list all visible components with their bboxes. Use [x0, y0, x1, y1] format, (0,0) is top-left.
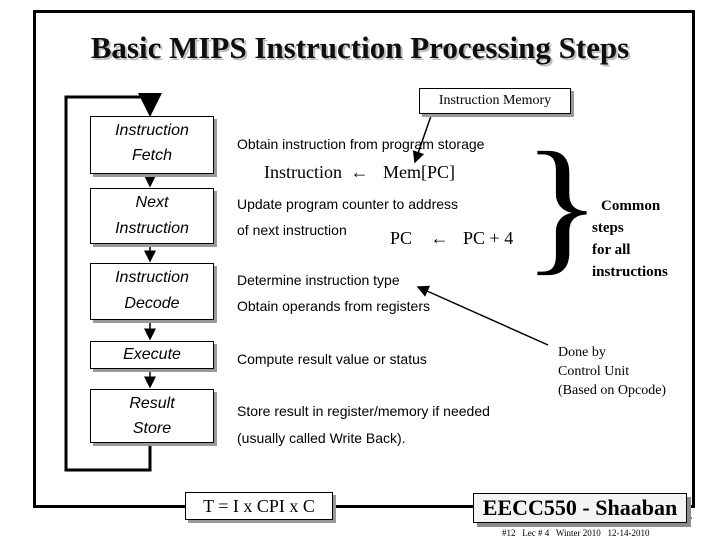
step-execute: Execute [90, 341, 214, 369]
execute-description: Compute result value or status [237, 351, 427, 367]
step-result-store: Result Store [90, 389, 214, 443]
slide-title: Basic MIPS Instruction Processing Steps [90, 30, 630, 65]
performance-formula: T = I x CPI x C [203, 496, 315, 516]
rtl-destination: Instruction [264, 162, 342, 182]
step-next-instruction: Next Instruction [90, 188, 214, 244]
loop-back-line [64, 93, 162, 472]
instruction-memory-box: Instruction Memory [419, 88, 571, 114]
common-line: Common [601, 198, 661, 214]
fetch-rtl: Instruction ← Mem[PC] [264, 162, 455, 183]
control-unit-note: Done by Control Unit (Based on Opcode) [558, 343, 666, 400]
slide-frame [33, 10, 695, 508]
slide-footer: #12 Lec # 4 Winter 2010 12-14-2010 [502, 528, 650, 538]
course-label: EECC550 - Shaaban [482, 495, 678, 520]
fetch-description: Obtain instruction from program storage [237, 136, 485, 152]
next-rtl: PC ← PC + 4 [390, 228, 513, 249]
step-label-line2: Fetch [131, 147, 172, 164]
common-line: instructions [592, 264, 668, 280]
step-label-line2: Decode [124, 295, 180, 312]
control-pointer-line [416, 285, 549, 346]
next-description-line2: of next instruction [237, 222, 347, 238]
step-label-line1: Execute [123, 346, 181, 363]
course-label-box: EECC550 - Shaaban [473, 493, 687, 523]
next-description-line1: Update program counter to address [237, 196, 459, 212]
common-line: for all [592, 242, 631, 258]
step-label-line1: Instruction [115, 269, 189, 286]
step-instruction-decode: Instruction Decode [90, 263, 214, 320]
right-brace-icon: } [522, 122, 602, 288]
left-arrow-icon: ← [350, 162, 369, 182]
rtl-destination: PC [390, 228, 413, 248]
left-arrow-icon: ← [430, 228, 449, 248]
step-instruction-fetch: Instruction Fetch [90, 116, 214, 174]
common-line: steps [592, 220, 624, 236]
rtl-source: Mem[PC] [383, 162, 455, 182]
step-label-line2: Instruction [115, 220, 189, 237]
common-steps-note: Common steps for all instructions [592, 195, 668, 283]
performance-formula-box: T = I x CPI x C [185, 492, 333, 520]
step-label-line1: Result [129, 395, 175, 412]
step-label-line2: Store [132, 420, 172, 437]
decode-description-line1: Determine instruction type [237, 272, 400, 288]
control-line: Control Unit [558, 364, 630, 379]
memory-pointer-line [412, 112, 433, 164]
step-label-line1: Next [135, 194, 169, 211]
control-line: (Based on Opcode) [558, 383, 667, 398]
store-description-line1: Store result in register/memory if neede… [237, 403, 490, 419]
instruction-memory-label: Instruction Memory [438, 93, 552, 108]
control-line: Done by [558, 345, 606, 360]
store-description-line2: (usually called Write Back). [237, 430, 406, 446]
step-label-line1: Instruction [115, 122, 189, 139]
rtl-source: PC + 4 [463, 228, 514, 248]
decode-description-line2: Obtain operands from registers [237, 298, 430, 314]
